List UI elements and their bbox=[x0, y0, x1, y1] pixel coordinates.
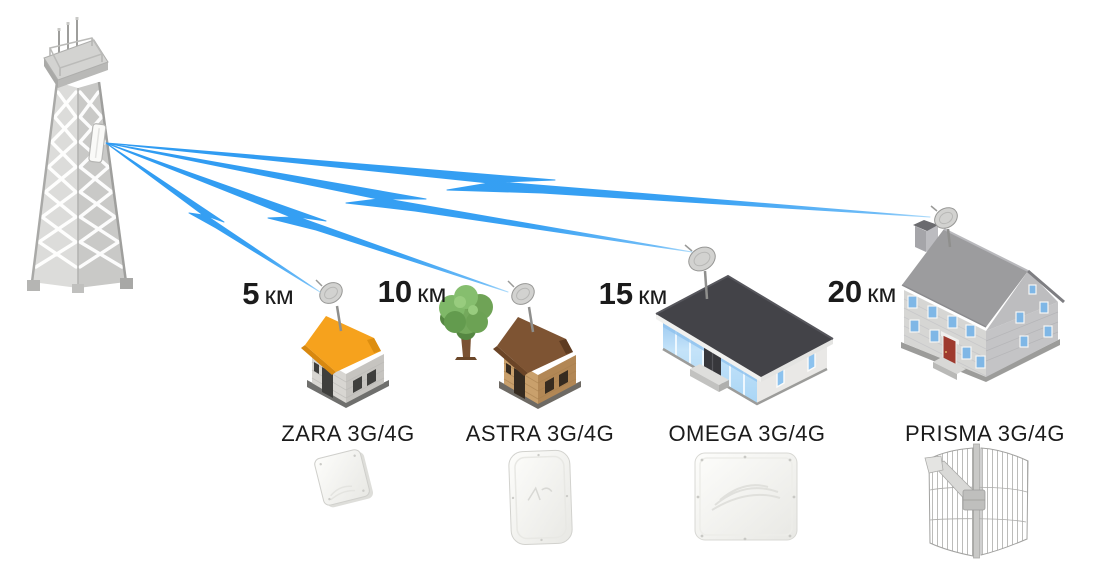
distance-value: 10 bbox=[377, 274, 413, 309]
cell-tower-icon bbox=[27, 17, 133, 293]
square-panel-antenna-icon bbox=[314, 449, 374, 508]
distance-unit: км bbox=[867, 278, 897, 308]
lightning-beam-icon bbox=[105, 142, 931, 293]
distance-value: 5 bbox=[242, 276, 260, 311]
distance-unit: км bbox=[264, 280, 294, 310]
parabolic-grid-antenna-icon bbox=[924, 443, 1029, 559]
tall-panel-antenna-icon bbox=[508, 449, 573, 546]
distance-unit: км bbox=[417, 278, 447, 308]
tower-panel-antenna-icon bbox=[88, 123, 107, 163]
flat-panel-antenna-icon bbox=[694, 452, 798, 541]
two-story-house-icon bbox=[901, 205, 1065, 382]
distance-value: 15 bbox=[598, 276, 634, 311]
product-label-astra: ASTRA 3G/4G bbox=[465, 421, 615, 446]
tree-icon bbox=[439, 285, 493, 360]
office-building-icon bbox=[655, 244, 834, 406]
product-label-zara: ZARA 3G/4G bbox=[281, 421, 415, 446]
distance-unit: км bbox=[638, 280, 668, 310]
product-label-omega: OMEGA 3G/4G bbox=[668, 421, 826, 446]
product-label-prisma: PRISMA 3G/4G bbox=[904, 421, 1066, 446]
distance-value: 20 bbox=[827, 274, 863, 309]
